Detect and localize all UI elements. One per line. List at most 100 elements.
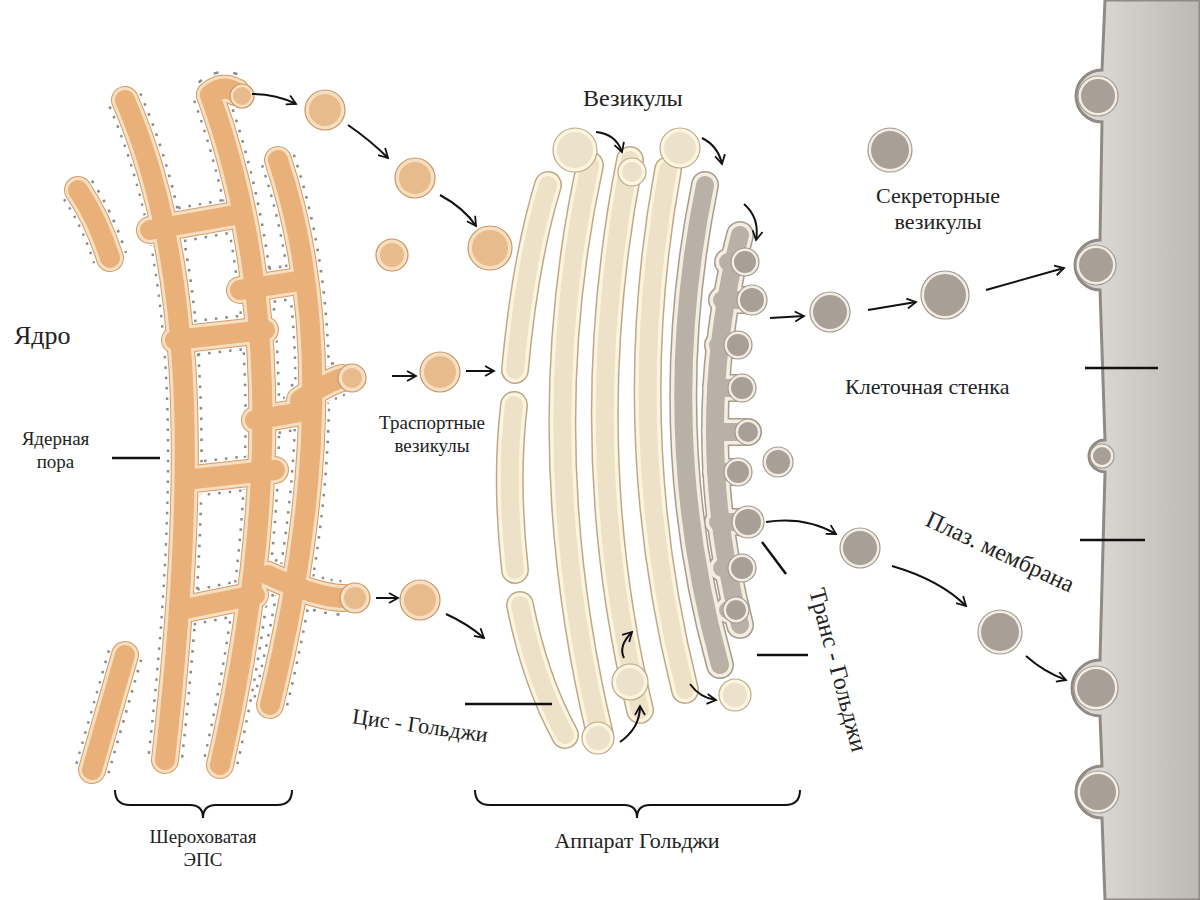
vesicle-lumen [727, 334, 749, 356]
vesicle-bud [735, 419, 761, 445]
leader-line [465, 703, 552, 706]
vesicle-bud [723, 597, 749, 623]
vesicle-bud [340, 583, 370, 613]
vesicle-lumen [734, 251, 756, 273]
leader-line [1080, 539, 1145, 542]
vesicle-lumen [664, 132, 696, 164]
vesicle-lumen [766, 450, 790, 474]
vesicle [468, 226, 512, 270]
vesicle-lumen [731, 377, 753, 399]
fusing-vesicle [1076, 245, 1116, 285]
vesicle [553, 128, 597, 172]
part-label: Цис - Гольджи [351, 703, 490, 748]
part-label: Везикулы [583, 84, 683, 113]
vesicle-lumen [1081, 79, 1115, 113]
vesicle [921, 271, 969, 319]
leader-line [762, 542, 786, 574]
vesicle [618, 158, 646, 186]
er-membrane [78, 89, 344, 770]
vesicle-lumen [1079, 248, 1113, 282]
vesicle [420, 352, 460, 392]
vesicle-lumen [472, 230, 508, 266]
vesicle-lumen [622, 162, 642, 182]
vesicle-lumen [740, 288, 764, 312]
vesicle-lumen [843, 531, 877, 565]
vesicle [612, 664, 648, 700]
vesicle-lumen [726, 600, 746, 620]
part-label: Ядерная пора [8, 428, 103, 474]
vesicle-lumen [586, 726, 610, 750]
vesicle-bud [737, 285, 767, 315]
golgi-membrane [510, 160, 685, 735]
fusing-vesicle [1077, 771, 1119, 813]
er-lumen [78, 89, 344, 770]
secretory-vesicle-contents [726, 79, 1116, 810]
vesicle [582, 722, 614, 754]
flow-arrow [446, 614, 484, 638]
part-label: Транс - Гольджи [802, 585, 873, 755]
flow-arrow [986, 268, 1064, 290]
vesicle-lumen [735, 509, 761, 535]
vesicle-bud [724, 458, 752, 486]
flow-arrow [348, 125, 388, 158]
cell-wall [1072, 0, 1200, 900]
flow-arrow [766, 521, 836, 535]
fusing-vesicle [1074, 666, 1118, 710]
vesicle-lumen [924, 274, 966, 316]
part-label: Шероховатая ЭПС [138, 826, 268, 872]
fusing-vesicle [1078, 76, 1118, 116]
part-label: Секреторные везикулы [848, 183, 1028, 236]
flow-arrow [466, 370, 494, 372]
vesicle [840, 528, 880, 568]
vesicle-lumen [1093, 447, 1111, 465]
vesicle [660, 128, 700, 168]
vesicle-lumen [342, 368, 362, 388]
vesicle [376, 239, 408, 271]
vesicle-lumen [871, 131, 909, 169]
transport-vesicle-contents [233, 87, 508, 616]
vesicle-bud [230, 84, 254, 108]
flow-arrow [440, 195, 476, 226]
vesicle-lumen [1077, 669, 1115, 707]
vesicle-lumen [731, 557, 753, 579]
vesicle-lumen [1080, 774, 1116, 810]
bracket [115, 790, 292, 818]
leader-lines [112, 368, 1158, 704]
flow-arrow [892, 566, 966, 606]
flow-arrow [596, 132, 622, 152]
flow-arrow [744, 204, 757, 240]
part-label: Плаз. мембрана [921, 505, 1079, 599]
golgi-outline [510, 160, 685, 735]
flow-arrow [770, 316, 804, 318]
vesicle-bud [731, 248, 759, 276]
vesicle-bud [728, 374, 756, 402]
er-gap [78, 89, 344, 770]
vesicle-lumen [738, 422, 758, 442]
vesicle-lumen [727, 461, 749, 483]
vesicle [400, 580, 440, 620]
flow-arrow [868, 302, 916, 310]
part-label: Ядро [14, 320, 71, 351]
vesicle-lumen [981, 613, 1019, 651]
vesicle-lumen [404, 584, 436, 616]
part-label: Аппарат Гольджи [507, 828, 767, 854]
vesicle [810, 292, 850, 332]
part-label: Клеточная стенка [845, 374, 1009, 400]
vesicle-lumen [233, 87, 251, 105]
flow-arrow [252, 94, 296, 104]
leader-line [757, 654, 808, 657]
vesicle [978, 610, 1022, 654]
vesicle-lumen [380, 243, 404, 267]
transport-vesicles [230, 84, 512, 620]
flow-arrow [622, 632, 632, 658]
vesicle-lumen [309, 94, 341, 126]
vesicle-lumen [557, 132, 593, 168]
vesicle [395, 158, 435, 198]
vesicle-lumen [344, 587, 366, 609]
vesicle-bud [338, 364, 366, 392]
leader-line [1085, 367, 1158, 370]
fusing-vesicle [1090, 444, 1114, 468]
